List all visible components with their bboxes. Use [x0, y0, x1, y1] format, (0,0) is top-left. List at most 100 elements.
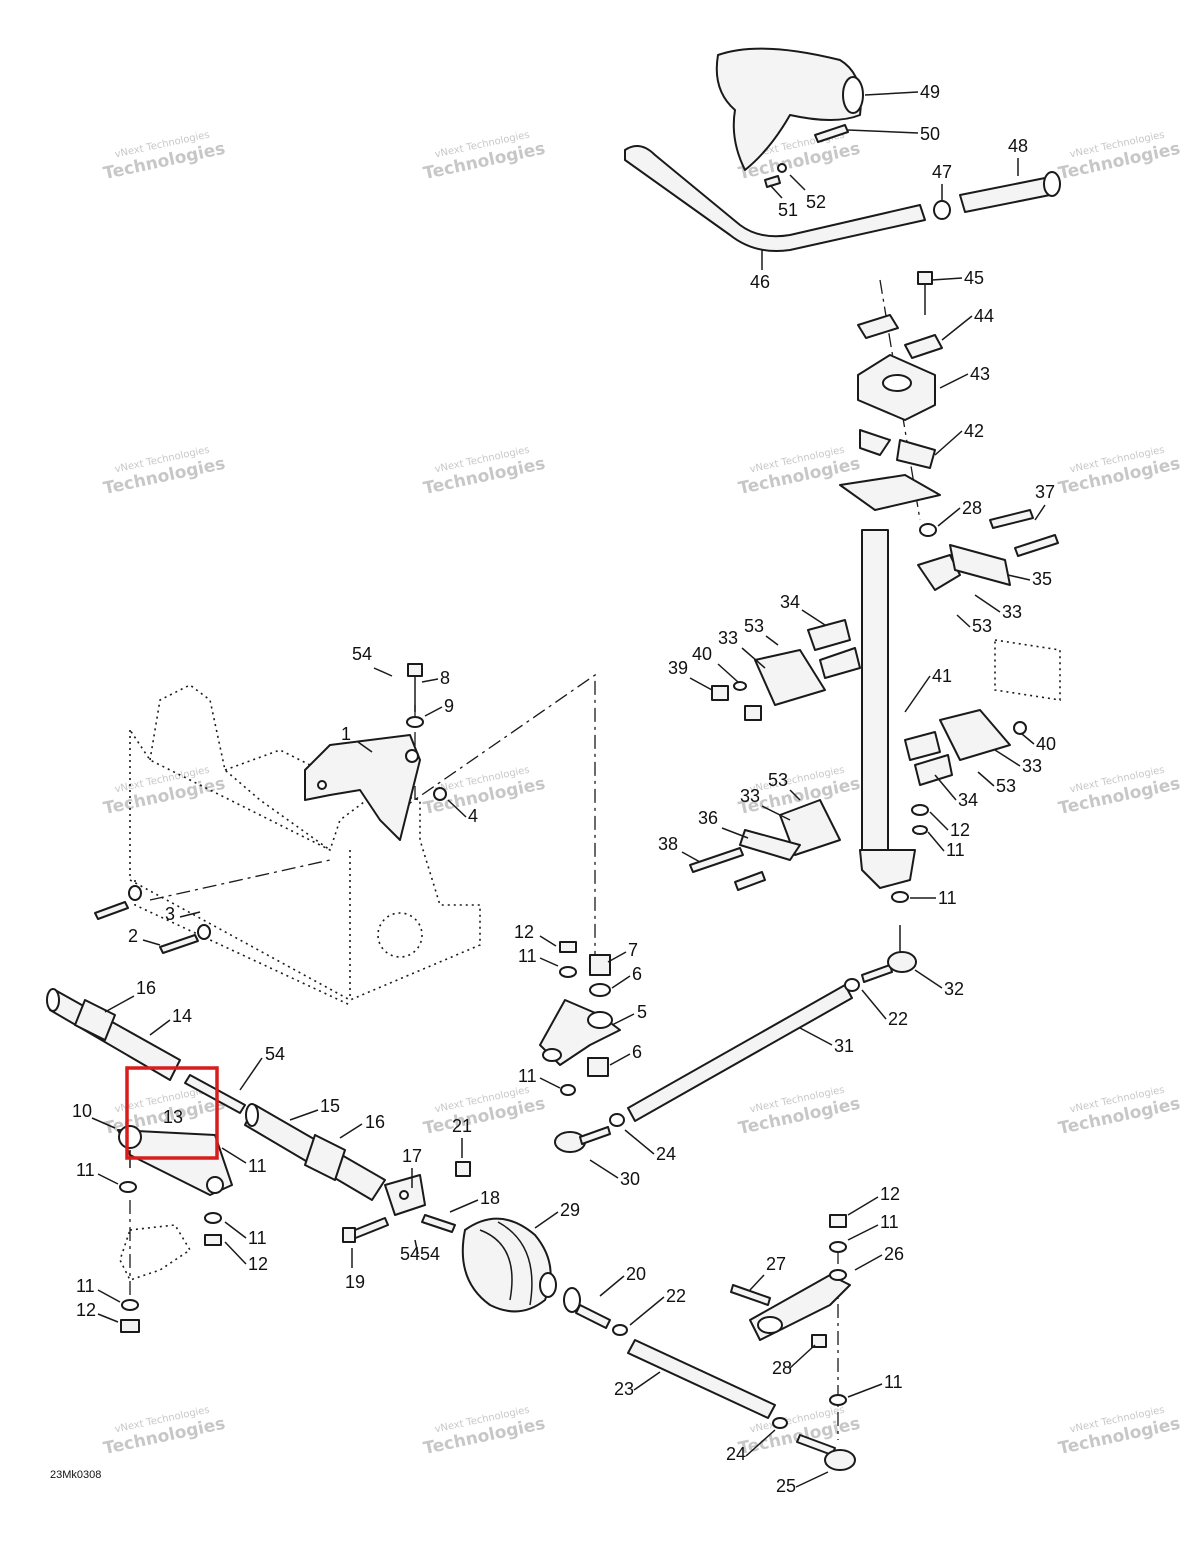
callout-54: 54 [420, 1244, 440, 1264]
callout-51: 51 [778, 200, 798, 220]
callout-54: 54 [400, 1244, 420, 1264]
leader-line-part-22 [861, 989, 887, 1020]
callout-11: 11 [76, 1276, 95, 1296]
leader-line-part-38 [681, 851, 701, 863]
arm-part-26 [730, 1214, 851, 1406]
callout-34: 34 [780, 592, 800, 612]
boot-part-29 [461, 1217, 557, 1313]
callout-6: 6 [632, 964, 642, 984]
leader-line-part-22 [629, 1296, 665, 1326]
leader-line-part-50 [847, 129, 919, 134]
callout-18: 18 [480, 1188, 500, 1208]
callout-11: 11 [518, 946, 537, 966]
callout-43: 43 [970, 364, 990, 384]
leader-line-part-51 [769, 184, 783, 199]
leader-line-part-9 [424, 706, 443, 717]
leader-line-part-43 [939, 373, 969, 389]
callout-7: 7 [628, 940, 638, 960]
callout-12: 12 [950, 820, 970, 840]
callout-12: 12 [76, 1300, 96, 1320]
leader-line-part-37 [1034, 504, 1046, 521]
leader-line-part-34 [934, 774, 957, 801]
callout-48: 48 [1008, 136, 1028, 156]
leader-line-part-26 [854, 1254, 883, 1271]
leader-line-part-11 [97, 1173, 119, 1185]
bolt-part-8 [406, 663, 424, 728]
leader-line-part-16 [339, 1123, 363, 1139]
callout-17: 17 [402, 1146, 422, 1166]
tie-rod-part-31 [554, 925, 917, 1153]
leader-line-part-40 [1021, 733, 1035, 745]
chassis-frame [129, 684, 481, 1006]
callout-22: 22 [666, 1286, 686, 1306]
callout-6: 6 [632, 1042, 642, 1062]
callout-47: 47 [932, 162, 952, 182]
leader-line-part-4 [447, 799, 467, 818]
leader-line-part-8 [421, 678, 439, 683]
callout-36: 36 [698, 808, 718, 828]
leader-line-part-30 [589, 1159, 619, 1179]
callout-11: 11 [248, 1228, 267, 1248]
leader-line-part-33 [994, 749, 1021, 767]
leader-line-part-53 [977, 771, 995, 787]
callout-19: 19 [345, 1272, 365, 1292]
leader-line-part-39 [689, 677, 713, 691]
callout-40: 40 [692, 644, 712, 664]
leader-line-part-27 [749, 1274, 765, 1291]
leader-line-part-5 [611, 1013, 635, 1026]
callout-33: 33 [1002, 602, 1022, 622]
leader-line-part-11 [97, 1289, 121, 1303]
callout-33: 33 [740, 786, 760, 806]
bolts-part-18-19-21 [342, 1161, 471, 1243]
leader-line-part-10 [91, 1117, 116, 1129]
callout-20: 20 [626, 1264, 646, 1284]
callout-40: 40 [1036, 734, 1056, 754]
bracket-part-1 [304, 734, 447, 841]
callout-54: 54 [265, 1044, 285, 1064]
callout-31: 31 [834, 1036, 854, 1056]
leader-line-part-18 [449, 1199, 479, 1213]
cover-part-49 [715, 47, 864, 188]
callout-38: 38 [658, 834, 678, 854]
callout-37: 37 [1035, 482, 1055, 502]
leader-line-part-12 [929, 811, 949, 831]
leader-line-part-24 [745, 1429, 776, 1457]
callout-11: 11 [880, 1212, 899, 1232]
callout-24: 24 [726, 1444, 746, 1464]
leader-line-part-54 [373, 667, 393, 677]
leader-line-part-25 [795, 1471, 829, 1488]
column-top-part-43 [839, 271, 943, 537]
shaft-part-14 [46, 988, 181, 1081]
leader-line-part-1 [357, 741, 373, 753]
callout-13: 13 [163, 1107, 183, 1127]
callout-11: 11 [76, 1160, 95, 1180]
callout-5: 5 [637, 1002, 647, 1022]
leader-line-part-11 [847, 1383, 883, 1398]
callout-10: 10 [72, 1101, 92, 1121]
leader-line-part-54 [414, 1239, 419, 1255]
steering-arm-part-10 [117, 1074, 246, 1196]
callout-46: 46 [750, 272, 770, 292]
leader-line-part-11 [847, 1224, 879, 1241]
leader-line-part-31 [799, 1027, 833, 1046]
callout-28: 28 [962, 498, 982, 518]
callout-52: 52 [806, 192, 826, 212]
leader-line-part-11 [221, 1147, 247, 1164]
leader-line-part-14 [149, 1019, 171, 1036]
callout-30: 30 [620, 1169, 640, 1189]
callout-16: 16 [136, 978, 156, 998]
callout-25: 25 [776, 1476, 796, 1496]
callout-41: 41 [932, 666, 952, 686]
leader-line-part-33 [974, 594, 1001, 613]
callout-27: 27 [766, 1254, 786, 1274]
callout-54: 54 [352, 644, 372, 664]
leader-line-part-7 [607, 951, 627, 963]
